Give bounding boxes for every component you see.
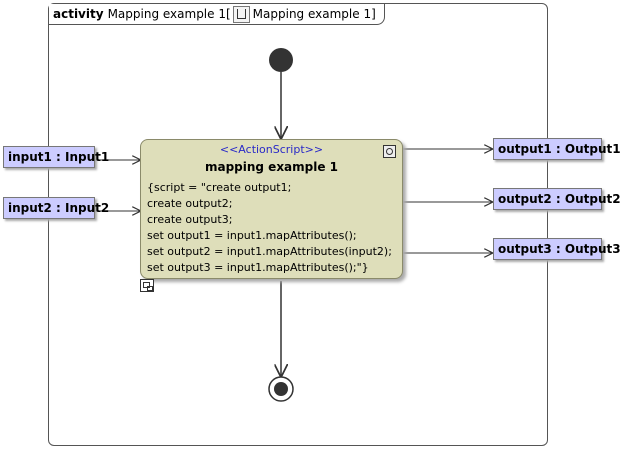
script-line: set output1 = input1.mapAttributes(); <box>147 229 357 242</box>
activity-diagram-icon <box>232 5 250 23</box>
frame-title-tab: activity Mapping example 1 [ Mapping exa… <box>49 4 385 25</box>
frame-keyword: activity <box>53 7 104 21</box>
script-line: set output2 = input1.mapAttributes(input… <box>147 245 392 258</box>
action-name: mapping example 1 <box>204 160 339 174</box>
activity-frame: activity Mapping example 1 [ Mapping exa… <box>48 3 548 446</box>
script-line: create output3; <box>147 213 233 226</box>
input-pin-input2[interactable]: input2 : Input2 <box>3 197 109 219</box>
frame-bracket-open: [ <box>225 7 231 21</box>
call-behavior-icon <box>140 279 154 292</box>
script-line: {script = "create output1; <box>147 181 292 194</box>
action-script-icon <box>383 145 396 158</box>
frame-bracket-close: ] <box>371 7 376 21</box>
output-pin-output2[interactable]: output2 : Output2 <box>493 188 620 210</box>
activity-final-node-core <box>274 382 288 396</box>
frame-diagram-name: Mapping example 1 <box>252 7 372 21</box>
input-pin-input1[interactable]: input1 : Input1 <box>3 146 109 168</box>
action-stereotype: <<ActionScript>> <box>219 143 324 156</box>
frame-name: Mapping example 1 <box>107 7 226 21</box>
output-pin-output1[interactable]: output1 : Output1 <box>493 138 620 160</box>
action-node[interactable]: <<ActionScript>> mapping example 1 {scri… <box>140 139 403 279</box>
action-script-body: {script = "create output1; create output… <box>147 180 392 276</box>
output-pin-output3[interactable]: output3 : Output3 <box>493 238 620 260</box>
initial-node[interactable] <box>269 48 293 72</box>
script-line: create output2; <box>147 197 233 210</box>
script-line: set output3 = input1.mapAttributes();"} <box>147 261 369 274</box>
